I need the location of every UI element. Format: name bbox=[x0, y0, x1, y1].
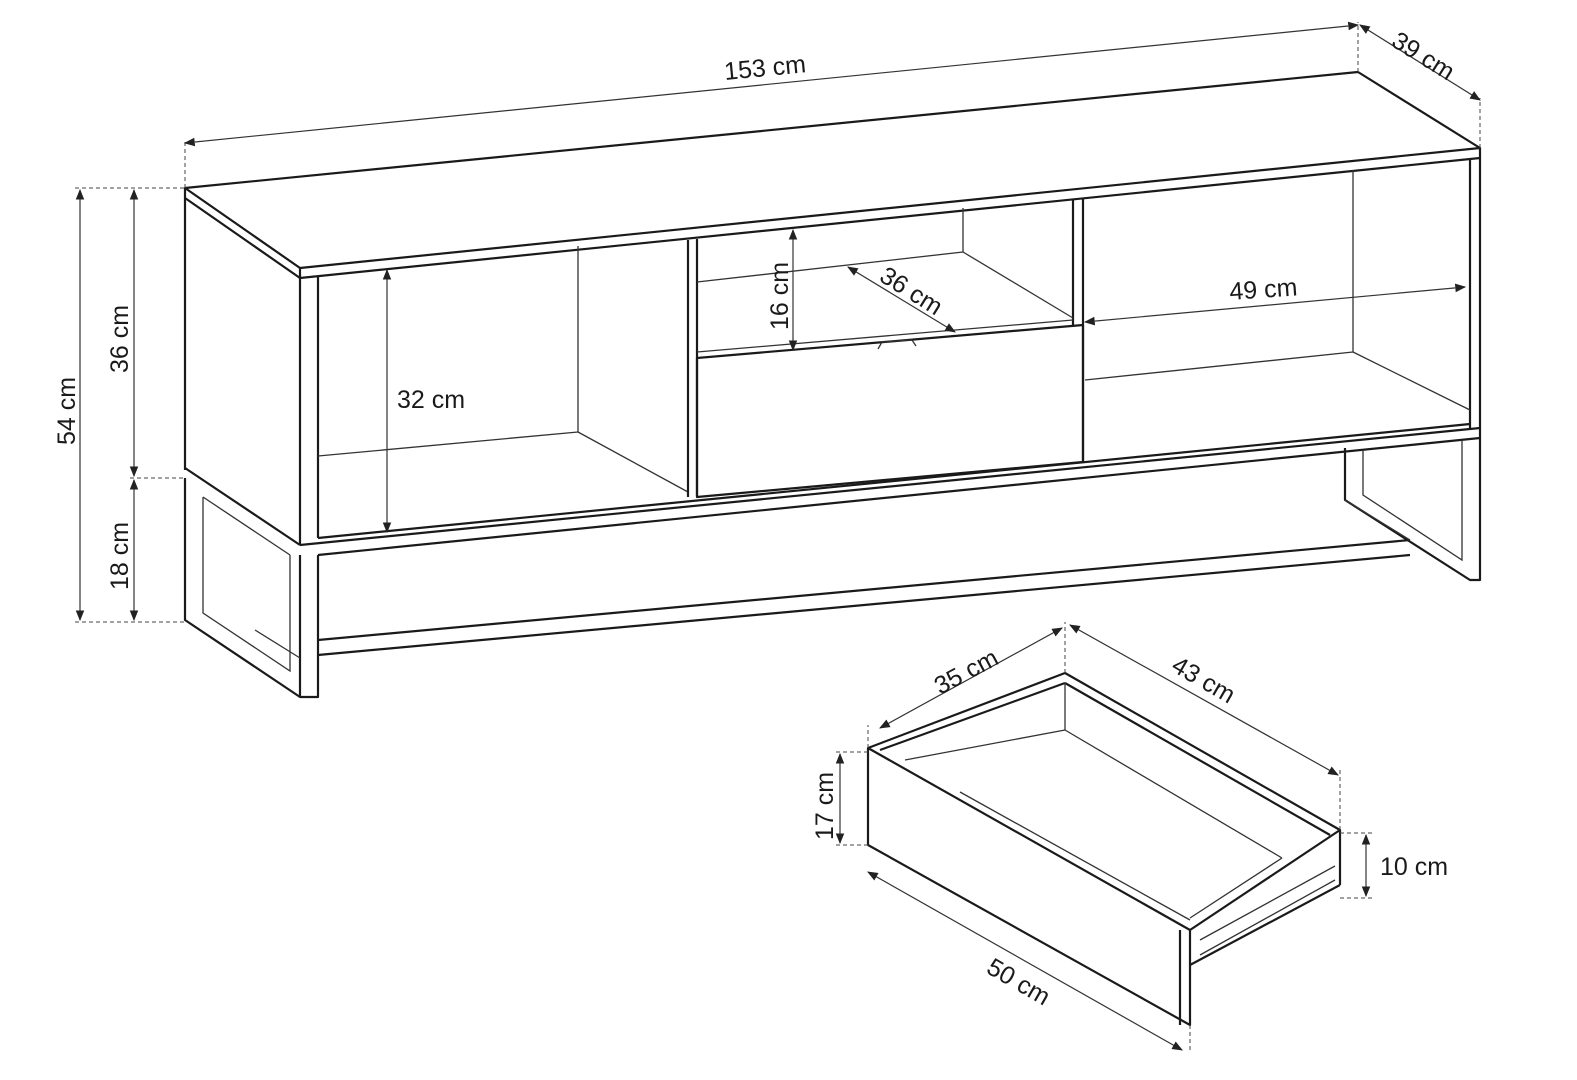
total-height-label: 54 cm bbox=[53, 377, 81, 445]
compartment-width-label: 49 cm bbox=[1228, 273, 1298, 306]
drawer-depth-label: 43 cm bbox=[1167, 651, 1240, 709]
drawer-front-width-label: 50 cm bbox=[982, 953, 1055, 1011]
drawer-side-height-label: 10 cm bbox=[1380, 853, 1448, 881]
niche-depth-label: 36 cm bbox=[875, 261, 948, 321]
drawer-outline bbox=[866, 671, 1342, 1027]
drawer-dimensions bbox=[835, 622, 1372, 1052]
cabinet-outline bbox=[183, 70, 1482, 699]
drawer-front-height-label: 17 cm bbox=[811, 772, 839, 840]
width-label: 153 cm bbox=[723, 50, 807, 86]
cabinet-dimensions bbox=[75, 21, 1481, 623]
body-height-label: 36 cm bbox=[106, 305, 134, 373]
leg-height-label: 18 cm bbox=[106, 522, 134, 590]
niche-height-label: 16 cm bbox=[766, 262, 794, 330]
shelf-height-label: 32 cm bbox=[397, 386, 465, 414]
drawer-inner-width-label: 35 cm bbox=[930, 644, 1003, 701]
depth-label: 39 cm bbox=[1387, 26, 1460, 86]
